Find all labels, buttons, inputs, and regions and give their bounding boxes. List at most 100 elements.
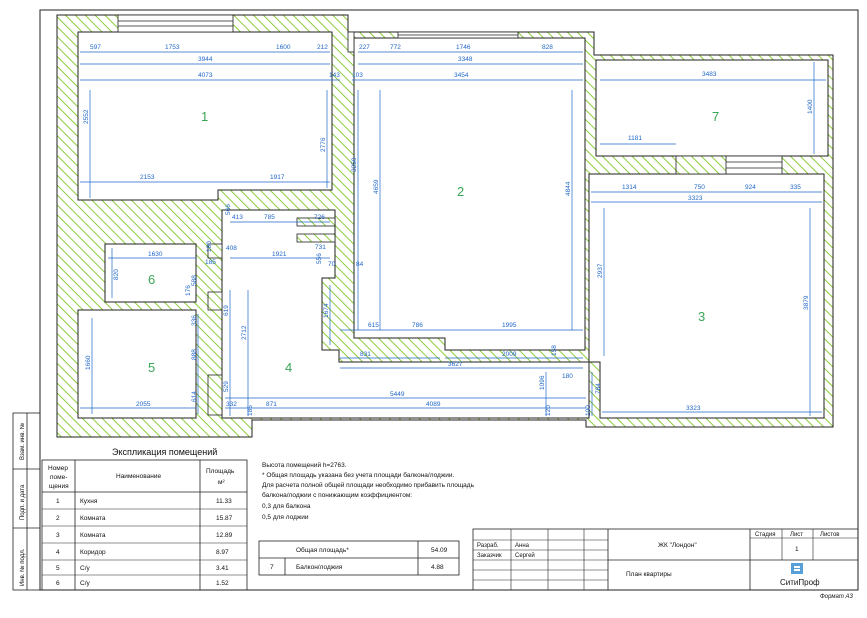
dim-label: 180 [206,241,213,252]
dim-label: 1600 [276,44,291,51]
room-number: 1 [201,109,208,124]
row-area: 12.89 [216,532,233,539]
col-sheets: Листов [820,532,840,538]
dim-label: 619 [223,305,230,316]
room-numbers: 1 2 3 4 5 6 7 [148,109,719,375]
dim-label: 3348 [458,56,473,63]
side-strip [12,412,41,591]
col-num-header: щения [49,483,69,490]
dim-label: 4073 [198,72,213,79]
room-number: 7 [712,109,719,124]
balcony-label: Балкон/лоджия [296,564,343,571]
dim-label: 120 [545,405,552,416]
dim-label: 1674 [323,303,330,318]
side-label: Взам. инв. № [19,423,26,460]
dim-label: 828 [542,44,553,51]
room-number: 3 [698,309,705,324]
dim-label: 100 [585,405,592,416]
balcony-num: 7 [270,564,274,571]
dim-label: 2776 [320,137,327,152]
dim-label: 3250 [351,157,358,172]
dim-label: 103 [352,72,363,79]
project-name: ЖК "Лондон" [658,542,697,549]
dim-label: 1096 [539,375,546,390]
dim-label: 615 [368,322,379,329]
row-area: 15.87 [216,515,233,522]
totals-table: Общая площадь* 54.09 7 Балкон/лоджия 4.8… [258,540,460,576]
dim-label: 70 [328,261,336,268]
total-area-label: Общая площадь* [296,546,349,554]
dim-label: 1917 [270,174,285,181]
dim-label: 726 [314,214,325,221]
stamp-client-label: Заказчик [477,553,502,559]
side-labels: Взам. инв. № Подп. и дата Инв. № подл. [19,423,26,586]
dim-label: 566 [225,204,232,215]
dim-label: 1181 [628,135,642,142]
col-name-header: Наименование [116,473,161,480]
windows [117,14,783,175]
dim-label: 831 [360,351,371,358]
dim-label: 3323 [686,405,701,412]
side-label: Инв. № подл. [19,548,26,586]
dimension-lines [80,51,826,416]
dim-label: 924 [745,184,756,191]
dim-label: 180 [562,373,573,380]
total-area-value: 54.09 [431,547,448,554]
explication-table: Экспликация помещений Номер поме- щения … [41,447,248,591]
note-line: 0,5 для лоджии [262,514,309,521]
dim-label: 2712 [241,325,248,340]
dim-label: 556 [316,253,323,264]
row-name: Комната [80,515,106,522]
dim-label: 1995 [502,322,517,329]
row-area: 1.52 [216,580,229,587]
dim-label: 1400 [807,99,814,114]
stamp-dev-name: Анна [515,543,530,549]
dim-label: 3454 [454,72,469,79]
row-name: С/у [80,565,91,572]
dim-label: 4089 [426,401,441,408]
dim-label: 158 [551,345,558,356]
dim-label: 750 [694,184,705,191]
dim-label: 772 [390,44,401,51]
side-label: Подп. и дата [20,484,26,520]
notes: Высота помещений h=2763. * Общая площадь… [262,461,475,521]
dim-label: 784 [595,383,602,394]
row-area: 11.33 [216,498,232,505]
room-number: 5 [148,360,155,375]
row-num: 5 [56,565,60,572]
dim-label: 888 [191,349,198,360]
dim-label: 4844 [565,181,572,196]
col-num-header: поме- [50,474,67,481]
explication-title: Экспликация помещений [112,447,217,457]
row-name: Кухня [80,498,98,505]
dim-label: 731 [315,244,326,251]
dim-label: 212 [317,44,328,51]
note-line: Для расчета полной общей площади необход… [262,481,475,489]
note-line: балкона/лоджии с понижающим коэффициенто… [262,491,412,499]
row-num: 3 [56,532,60,539]
note-line: 0,3 для балкона [262,502,311,510]
walls [56,14,834,438]
row-name: Комната [80,532,106,539]
dim-label: 3323 [688,195,703,202]
row-num: 1 [56,498,60,505]
dim-label: 2009 [502,351,517,358]
col-area-header: м² [218,479,225,486]
note-line: * Общая площадь указана без учета площад… [262,471,454,479]
dim-label: 1746 [456,44,471,51]
row-name: С/у [80,580,91,587]
row-num: 6 [56,580,60,587]
dim-label: 3879 [803,295,810,310]
room-number: 6 [148,272,155,287]
dim-label: 185 [247,405,254,416]
row-num: 4 [56,549,60,556]
dim-label: 4659 [373,179,380,194]
col-stage: Стадия [755,532,775,538]
dim-label: 588 [191,275,198,286]
dim-label: 785 [264,214,275,221]
dim-label: 1630 [148,251,163,258]
dim-label: 1753 [165,44,180,51]
row-area: 8.97 [216,549,229,556]
room-number: 2 [457,184,464,199]
dim-label: 2055 [136,401,151,408]
